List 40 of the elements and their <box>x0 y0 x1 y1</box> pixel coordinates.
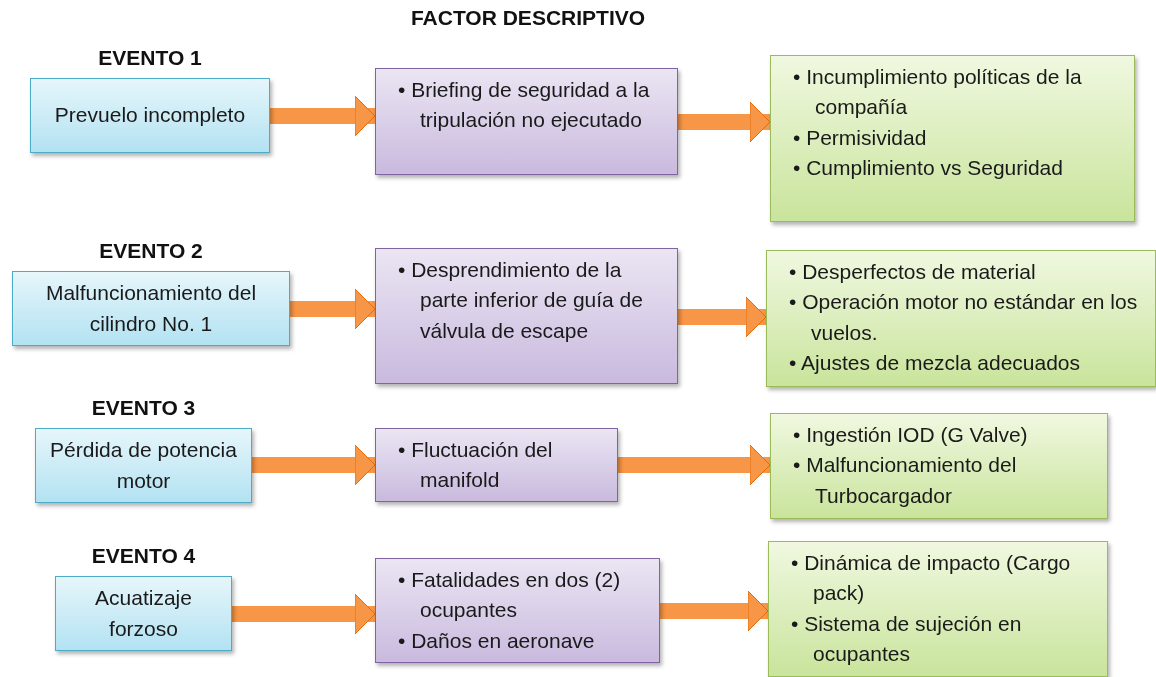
bullet-text: • Sistema de sujeción en ocupantes <box>791 610 1023 668</box>
bullet-text: • Desprendimiento de la parte inferior de guía de válvula de escape <box>398 257 644 344</box>
event-heading: EVENTO 4 <box>90 543 197 569</box>
fact-box <box>375 68 678 175</box>
event-text: Prevuelo incompleto <box>53 102 247 129</box>
bullet-text: • Fluctuación del manifold <box>398 437 554 494</box>
fact-box <box>375 248 678 384</box>
bullet-text: • Ajustes de mezcla adecuados <box>789 350 1082 377</box>
diagram-title: FACTOR DESCRIPTIVO <box>409 6 647 30</box>
event-text: Acuatizaje forzoso <box>94 585 193 642</box>
fact-box <box>375 428 618 502</box>
bullet-text: • Dinámica de impacto (Cargo pack) <box>791 550 1072 607</box>
block-arrow <box>618 444 771 486</box>
block-arrow <box>252 444 376 486</box>
bullet-text: • Briefing de seguridad a la tripulación no ejecutado <box>398 77 651 134</box>
cause-box <box>766 250 1156 387</box>
bullet-text: • Cumplimiento vs Seguridad <box>793 155 1064 182</box>
block-arrow <box>270 95 376 137</box>
bullet-text: • Daños en aeronave <box>398 627 596 654</box>
bullet-text: • Malfuncionamiento del Turbocargador <box>793 452 1018 509</box>
bullet-text: • Operación motor no estándar en los vuelos. <box>789 289 1139 346</box>
cause-box <box>768 541 1108 677</box>
bullet-text: • Desperfectos de material <box>789 259 1037 285</box>
cause-box <box>770 55 1135 222</box>
block-arrow <box>678 296 767 338</box>
event-heading: EVENTO 1 <box>97 45 203 71</box>
event-text: Malfuncionamiento del cilindro No. 1 <box>44 280 258 337</box>
event-text: Pérdida de potencia motor <box>49 437 238 494</box>
block-arrow <box>678 101 771 143</box>
bullet-text: • Fatalidades en dos (2) ocupantes <box>398 567 622 624</box>
event-heading: EVENTO 2 <box>98 238 204 264</box>
block-arrow <box>290 288 376 330</box>
block-arrow <box>660 590 769 632</box>
block-arrow <box>232 593 376 635</box>
cause-box <box>770 413 1108 519</box>
bullet-text: • Permisividad <box>793 124 928 151</box>
fact-box <box>375 558 660 663</box>
bullet-text: • Ingestión IOD (G Valve) <box>793 422 1029 448</box>
event-heading: EVENTO 3 <box>90 395 197 421</box>
bullet-text: • Incumplimiento políticas de la compañía <box>793 64 1083 121</box>
